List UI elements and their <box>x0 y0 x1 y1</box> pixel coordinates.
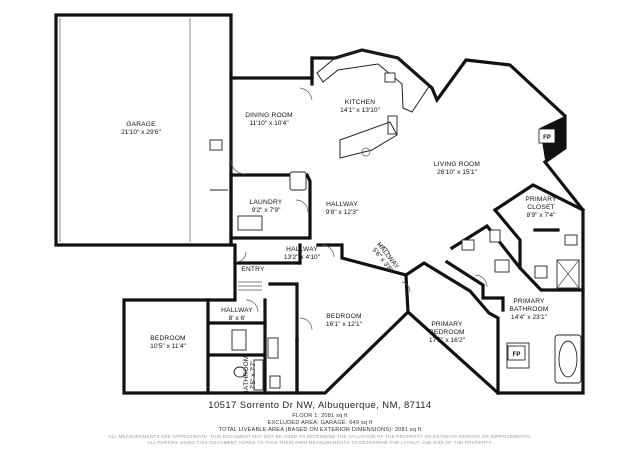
room-entry: ENTRY <box>241 266 265 273</box>
room-primary-closet: PRIMARY CLOSET 8'9" x 7'4" <box>525 196 557 219</box>
room-hallway-lower: HALLWAY 13'2" x 4'10" <box>284 246 321 261</box>
svg-text:PRIMARY: PRIMARY <box>513 298 545 305</box>
svg-text:13'2" x 4'10": 13'2" x 4'10" <box>284 254 321 261</box>
room-dining: DINING ROOM 11'10" x 10'4" <box>245 112 293 127</box>
walls <box>54 13 586 396</box>
svg-text:HALLWAY: HALLWAY <box>326 201 358 208</box>
svg-text:BATHROOM: BATHROOM <box>243 355 250 394</box>
svg-text:HALLWAY: HALLWAY <box>221 307 253 314</box>
svg-text:10'5" x 11'4": 10'5" x 11'4" <box>150 343 186 350</box>
room-bedroom-left: BEDROOM 10'5" x 11'4" <box>150 335 186 350</box>
room-primary-bathroom: PRIMARY BATHROOM 14'4" x 23'1" <box>509 298 548 321</box>
svg-text:PRIMARY: PRIMARY <box>431 321 463 328</box>
fixtures <box>230 49 582 391</box>
svg-text:8' x 6': 8' x 6' <box>229 315 246 322</box>
svg-text:26'10" x 15'1": 26'10" x 15'1" <box>437 169 477 176</box>
svg-text:GARAGE: GARAGE <box>126 121 156 128</box>
svg-text:KITCHEN: KITCHEN <box>345 99 375 106</box>
svg-text:BEDROOM: BEDROOM <box>429 329 464 336</box>
svg-text:14'4" x 23'1": 14'4" x 23'1" <box>511 314 548 321</box>
svg-text:BATHROOM: BATHROOM <box>509 306 548 313</box>
svg-text:LIVING ROOM: LIVING ROOM <box>434 161 480 168</box>
svg-text:17'5" x 16'2": 17'5" x 16'2" <box>429 337 466 344</box>
svg-text:8'9" x 7'4": 8'9" x 7'4" <box>527 212 556 219</box>
svg-text:ENTRY: ENTRY <box>241 266 265 273</box>
svg-text:LAUNDRY: LAUNDRY <box>250 199 283 206</box>
svg-text:BEDROOM: BEDROOM <box>150 335 185 342</box>
fireplace-primary-bedroom: FP <box>507 345 526 361</box>
disclaimer-line-2: ALL PARTIES USING THIS DOCUMENT AGREE TO… <box>147 440 493 445</box>
total-liveable-area: TOTAL LIVEABLE AREA (BASED ON EXTERIOR D… <box>218 427 422 433</box>
svg-text:HALLWAY: HALLWAY <box>286 246 318 253</box>
room-garage: GARAGE 21'10" x 29'6" <box>121 121 161 136</box>
svg-text:PRIMARY: PRIMARY <box>525 196 557 203</box>
svg-text:11'10" x 10'4": 11'10" x 10'4" <box>249 120 289 127</box>
svg-text:FP: FP <box>513 352 521 358</box>
svg-text:9'2" x 7'9": 9'2" x 7'9" <box>252 207 281 214</box>
svg-text:CLOSET: CLOSET <box>527 204 555 211</box>
excluded-area: EXCLUDED AREA: GARAGE: 649 sq ft <box>267 420 373 426</box>
fireplace-living: FP <box>538 128 556 144</box>
svg-text:21'10" x 29'6": 21'10" x 29'6" <box>121 129 161 136</box>
floor-area: FLOOR 1: 2081 sq ft <box>292 413 348 419</box>
address: 10517 Sorrento Dr NW, Albuquerque, NM, 8… <box>208 400 432 411</box>
floor-plan: FP FP GARAGE 21'10" x 29'6" DINING ROOM … <box>54 13 586 396</box>
svg-text:DINING ROOM: DINING ROOM <box>245 112 293 119</box>
room-bathroom: BATHROOM 7'5" x 7'7" <box>243 355 257 394</box>
svg-text:14'1" x 13'10": 14'1" x 13'10" <box>340 107 380 114</box>
room-living: LIVING ROOM 26'10" x 15'1" <box>434 161 480 176</box>
svg-text:7'5" x 7'7": 7'5" x 7'7" <box>250 360 257 389</box>
svg-text:16'1" x 12'1": 16'1" x 12'1" <box>326 321 363 328</box>
room-hallway-center: HALLWAY 9'8" x 12'3" <box>326 201 359 216</box>
room-hallway-small: HALLWAY 8' x 6' <box>221 307 253 322</box>
room-kitchen: KITCHEN 14'1" x 13'10" <box>340 99 380 114</box>
svg-text:BEDROOM: BEDROOM <box>326 313 361 320</box>
disclaimer-line-1: ALL MEASUREMENTS ARE APPROXIMATE. THIS D… <box>108 434 532 439</box>
svg-text:9'8" x 12'3": 9'8" x 12'3" <box>326 209 359 216</box>
room-laundry: LAUNDRY 9'2" x 7'9" <box>250 199 283 214</box>
room-bedroom-mid: BEDROOM 16'1" x 12'1" <box>326 313 363 328</box>
room-primary-bedroom: PRIMARY BEDROOM 17'5" x 16'2" <box>429 321 466 344</box>
svg-text:FP: FP <box>543 135 551 141</box>
